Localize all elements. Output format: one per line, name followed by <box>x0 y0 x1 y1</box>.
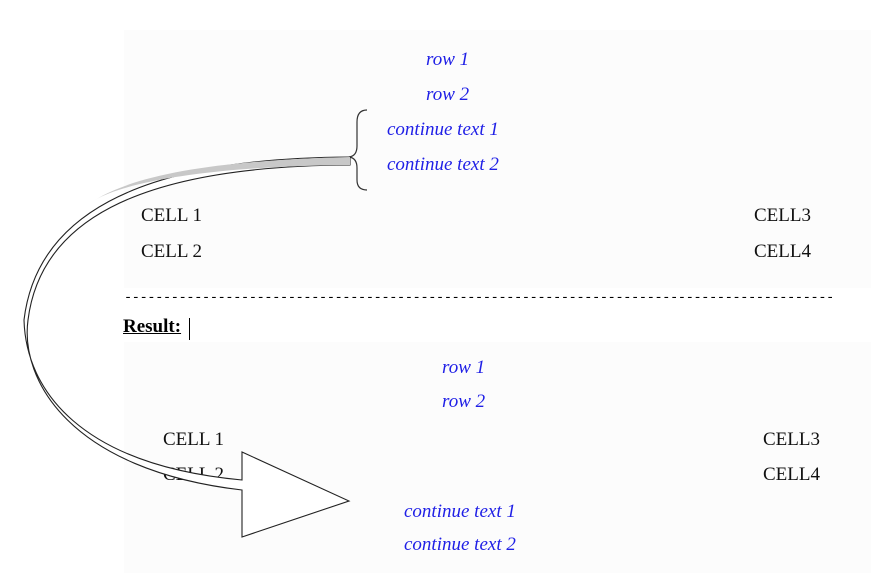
bottom-row-2: row 2 <box>442 391 486 412</box>
bottom-cell-3: CELL3 <box>763 429 820 450</box>
bottom-cell-1: CELL 1 <box>163 429 225 450</box>
arrow-shaft-shade <box>95 157 350 200</box>
top-cell-2: CELL 2 <box>141 241 203 262</box>
top-continue-text-2: continue text 2 <box>387 154 499 175</box>
curved-arrow-icon <box>23 156 351 538</box>
top-cell-3: CELL3 <box>754 205 811 226</box>
result-heading: Result: <box>123 316 182 337</box>
top-continue-text-1: continue text 1 <box>387 119 499 140</box>
curly-brace <box>348 109 368 191</box>
bottom-row-1: row 1 <box>442 357 486 378</box>
text-cursor <box>189 318 190 340</box>
source-table-panel <box>124 30 871 288</box>
top-cell-4: CELL4 <box>754 241 811 262</box>
top-cell-1: CELL 1 <box>141 205 203 226</box>
bottom-cell-4: CELL4 <box>763 464 820 485</box>
bottom-continue-text-1: continue text 1 <box>404 501 516 522</box>
bottom-continue-text-2: continue text 2 <box>404 534 516 555</box>
top-row-1: row 1 <box>426 49 470 70</box>
dashed-separator: ----------------------------------------… <box>124 291 834 306</box>
top-row-2: row 2 <box>426 84 470 105</box>
